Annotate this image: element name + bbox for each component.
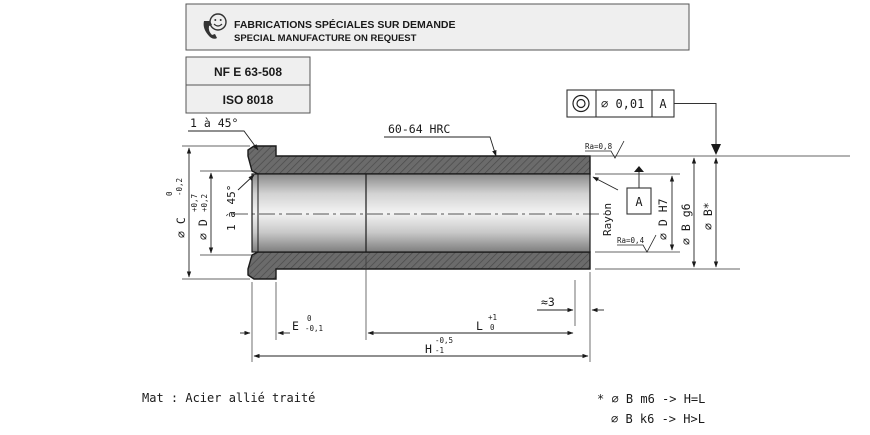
dimension-d-left: ⌀ D +0,7 +0,2 <box>190 170 252 256</box>
svg-text:L: L <box>476 319 483 333</box>
chamfer-inner-callout: 1 à 45° <box>225 174 255 231</box>
svg-text:⌀ D H7: ⌀ D H7 <box>656 198 670 240</box>
roughness-outer: Ra=0,8 <box>585 140 850 159</box>
svg-text:+1: +1 <box>488 313 497 322</box>
dimension-approx3: ≈3 <box>537 272 604 326</box>
dimension-d-h7: ⌀ D H7 <box>595 173 680 253</box>
roughness-inner: Ra=0,4 <box>617 234 657 253</box>
svg-text:+0,7: +0,7 <box>190 194 199 212</box>
material-note: Mat : Acier allié traité <box>142 391 315 405</box>
tolerance-value: ⌀ 0,01 <box>601 97 644 111</box>
chamfer-top-callout: 1 à 45° <box>188 116 259 151</box>
svg-text:Rayon: Rayon <box>601 203 614 236</box>
bushing-section <box>232 145 606 280</box>
svg-text:E: E <box>292 319 299 333</box>
standards-table: NF E 63-508 ISO 8018 <box>185 56 311 114</box>
special-manufacture-banner: FABRICATIONS SPÉCIALES SUR DEMANDE SPECI… <box>185 3 690 51</box>
bore-surface <box>251 173 591 253</box>
dimension-l: L +1 0 <box>367 313 574 336</box>
svg-text:-0,2: -0,2 <box>175 178 184 196</box>
tolerance-frame: ⌀ 0,01 A <box>566 89 721 155</box>
svg-text:-1: -1 <box>435 346 444 355</box>
banner-title: FABRICATIONS SPÉCIALES SUR DEMANDE <box>234 18 456 31</box>
svg-text:1 à 45°: 1 à 45° <box>225 185 238 231</box>
svg-text:+0,2: +0,2 <box>200 194 209 212</box>
rayon-callout: Rayon <box>592 176 619 236</box>
svg-text:0: 0 <box>490 323 495 332</box>
svg-text:A: A <box>635 195 643 209</box>
standard-nf: NF E 63-508 <box>214 65 282 79</box>
svg-text:⌀ D: ⌀ D <box>196 219 210 240</box>
svg-text:H: H <box>425 342 432 356</box>
svg-text:Ra=0,8: Ra=0,8 <box>585 142 613 151</box>
svg-text:-0,5: -0,5 <box>435 336 453 345</box>
dimension-b-g6: ⌀ B g6 <box>595 157 700 270</box>
phone-smile-icon <box>203 13 227 39</box>
concentricity-icon <box>572 94 590 113</box>
banner-subtitle: SPECIAL MANUFACTURE ON REQUEST <box>234 33 417 44</box>
svg-text:1 à 45°: 1 à 45° <box>190 116 238 130</box>
svg-text:⌀ B g6: ⌀ B g6 <box>679 203 693 245</box>
svg-text:60-64 HRC: 60-64 HRC <box>388 122 450 136</box>
svg-text:⌀ B*: ⌀ B* <box>701 202 715 230</box>
dimension-h: H -0,5 -1 <box>253 326 591 362</box>
svg-text:⌀ C: ⌀ C <box>174 217 188 238</box>
datum-a-box: A <box>626 166 652 215</box>
dimension-c: ⌀ C 0 -0,2 <box>165 145 250 280</box>
dimension-e: E 0 -0,1 <box>240 256 367 362</box>
dimension-b-star: ⌀ B* <box>700 157 740 270</box>
note-line-1: * ⌀ B m6 -> H=L <box>597 392 705 406</box>
svg-text:-0,1: -0,1 <box>305 324 323 333</box>
svg-text:0: 0 <box>165 191 174 196</box>
standard-iso: ISO 8018 <box>223 93 274 107</box>
hardness-callout: 60-64 HRC <box>384 122 497 157</box>
svg-text:≈3: ≈3 <box>541 295 555 309</box>
svg-text:0: 0 <box>307 314 312 323</box>
svg-text:Ra=0,4: Ra=0,4 <box>617 236 645 245</box>
note-line-2: ⌀ B k6 -> H>L <box>611 412 705 426</box>
tolerance-datum: A <box>659 97 667 111</box>
